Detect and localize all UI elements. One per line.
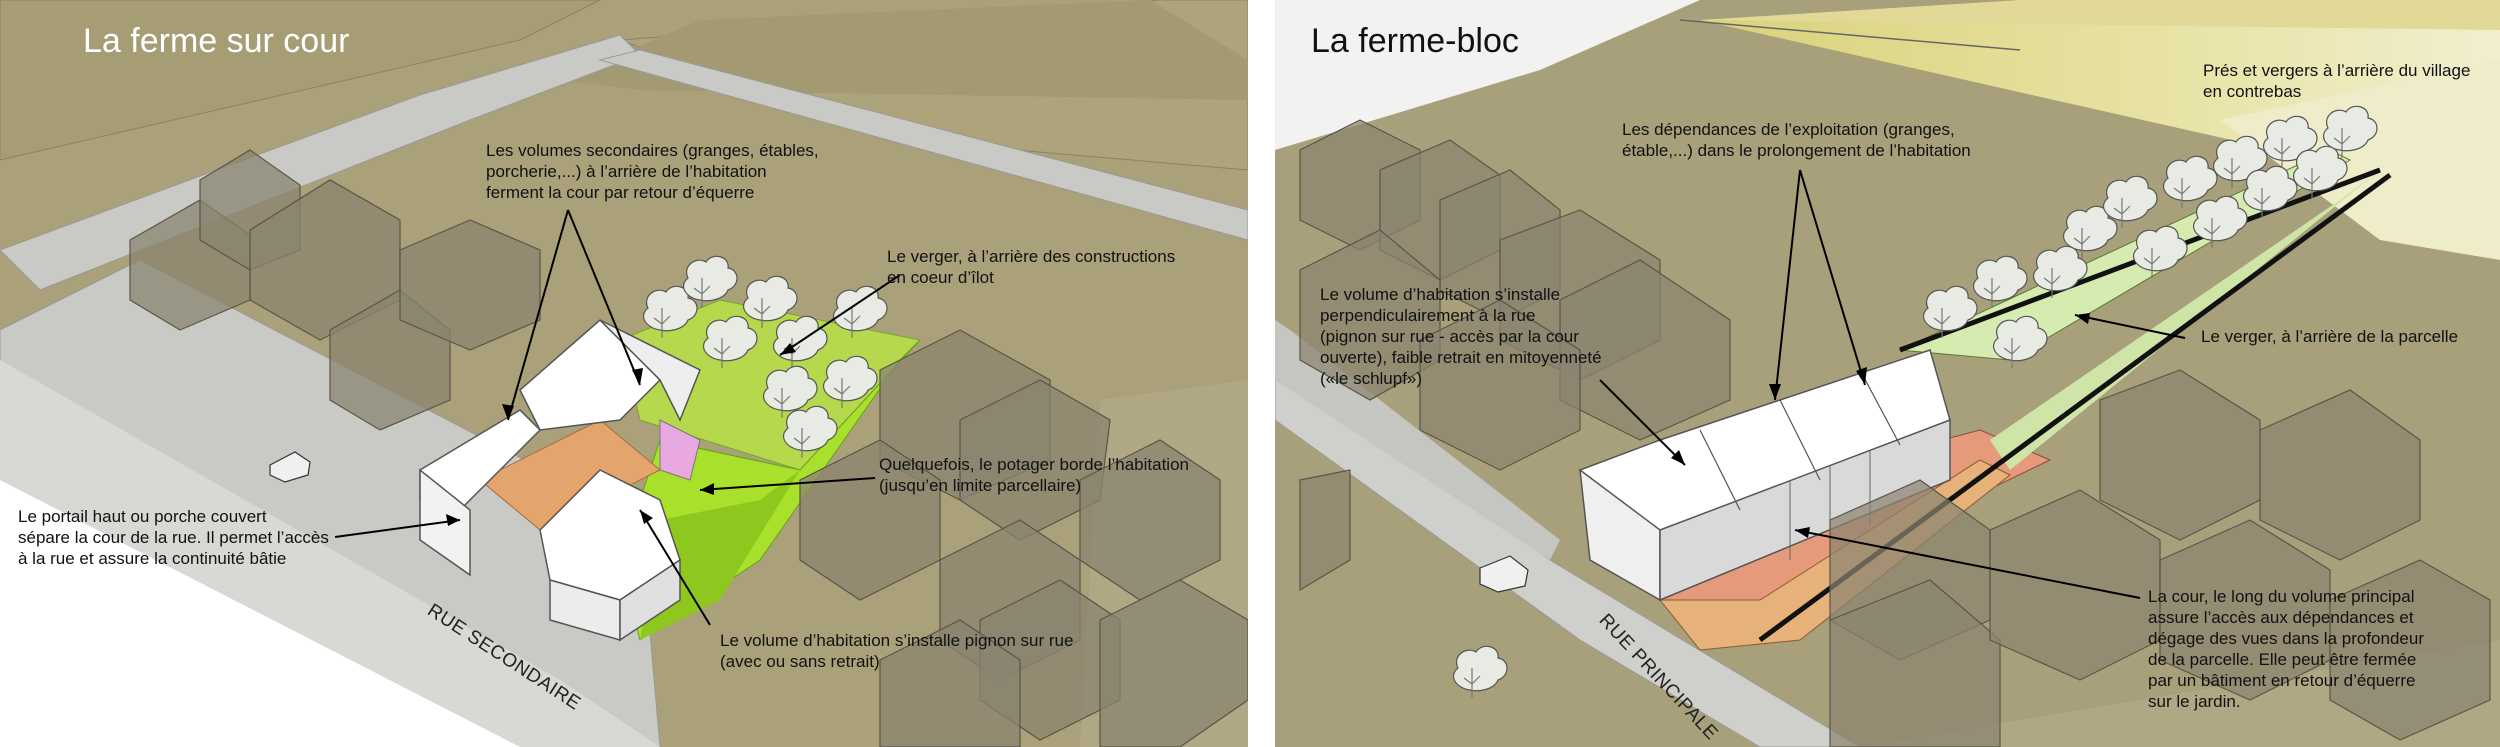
note-right-dwelling: Le volume d’habitation s’installe perpen…	[1320, 285, 1602, 388]
left-panel-title: La ferme sur cour	[83, 22, 350, 60]
right-panel-scene	[1275, 0, 2500, 747]
note-meadows: Prés et vergers à l’arrière du village e…	[2203, 61, 2471, 101]
car-icon	[1479, 555, 1529, 593]
note-garden: Quelquefois, le potager borde l’habitati…	[879, 455, 1189, 495]
note-right-orchard: Le verger, à l’arrière de la parcelle	[2201, 327, 2459, 346]
car-icon	[269, 451, 311, 483]
note-left-dwelling: Le volume d’habitation s’installe pignon…	[720, 631, 1074, 671]
note-left-orchard: Le verger, à l’arrière des constructions…	[887, 247, 1176, 287]
note-outbuildings: Les dépendances de l’exploitation (grang…	[1622, 120, 1971, 160]
panel-divider	[1248, 0, 1275, 747]
note-secondary-volumes: Les volumes secondaires (granges, étable…	[486, 141, 819, 202]
left-panel-scene	[0, 0, 1248, 747]
note-courtyard: La cour, le long du volume principal ass…	[2148, 587, 2424, 711]
right-panel-title: La ferme-bloc	[1311, 22, 1519, 60]
note-gate: Le portail haut ou porche couvert sépare…	[18, 507, 329, 568]
